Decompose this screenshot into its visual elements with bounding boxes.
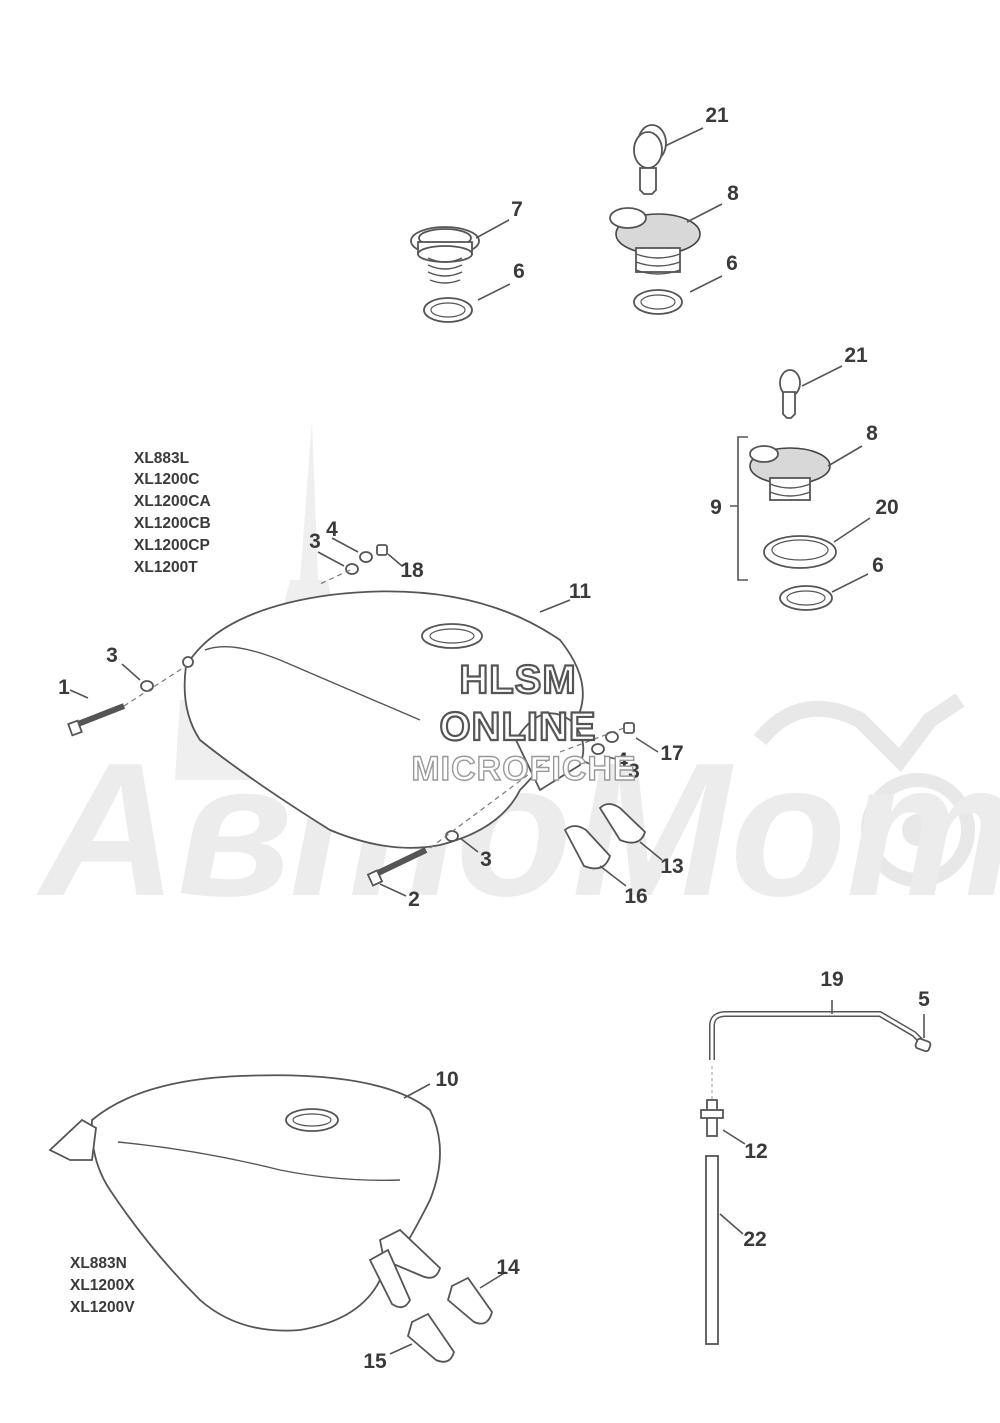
- callout-7: 7: [511, 198, 523, 221]
- fuel-tank-lower: [48, 1074, 442, 1332]
- callout-3-d: 3: [480, 848, 492, 871]
- callout-19: 19: [820, 968, 843, 991]
- callout-21-b: 21: [844, 344, 868, 367]
- kit-bracket: [730, 436, 748, 581]
- washer-icon-5: [605, 731, 619, 743]
- key-icon: [633, 124, 667, 195]
- watermark-line-3: MICROFICHE: [411, 750, 636, 788]
- locking-fuel-cap-2: [749, 445, 831, 501]
- washer-icon-3: [359, 551, 373, 563]
- model-list-lower: XL883N XL1200X XL1200V: [70, 1255, 135, 1316]
- nut-icon: [376, 544, 388, 556]
- watermark: HLSM ONLINE MICROFICHE: [411, 657, 637, 789]
- callout-4-b: 4: [616, 749, 628, 772]
- callout-3-c: 3: [628, 760, 640, 783]
- fuel-cap-vented: [410, 226, 480, 284]
- model-name: XL1200CP: [134, 537, 210, 554]
- model-name: XL1200T: [134, 559, 198, 576]
- watermark-line-2: ONLINE: [439, 705, 596, 749]
- model-name: XL883L: [134, 450, 189, 467]
- callout-6: 6: [513, 260, 525, 283]
- callout-18: 18: [400, 559, 424, 582]
- callout-3-b: 3: [106, 644, 118, 667]
- model-name: XL1200CB: [134, 515, 211, 532]
- fuel-line-assembly: [700, 1011, 932, 1345]
- washer-icon-4: [591, 743, 605, 755]
- callout-2: 2: [408, 888, 420, 911]
- key-icon-2: [779, 369, 801, 419]
- model-name: XL1200CA: [134, 493, 211, 510]
- mount-bracket-13-icon: [598, 803, 647, 844]
- assembly-lines: [123, 569, 625, 849]
- fuel-tank-upper: [182, 590, 585, 849]
- bolt-1-icon: [67, 703, 126, 737]
- callout-8-b: 8: [866, 422, 878, 445]
- callout-22: 22: [743, 1228, 766, 1251]
- callout-10: 10: [435, 1068, 458, 1091]
- mount-bracket-16-icon: [563, 825, 612, 870]
- bolt-2-icon: [366, 847, 428, 887]
- callout-12: 12: [744, 1140, 767, 1163]
- callout-numbers: 21 7 6 8 6 21 8 9 20 6 11 18 4 3 3 1 17 …: [58, 104, 930, 1373]
- callout-4: 4: [326, 518, 338, 541]
- callout-15: 15: [363, 1350, 387, 1373]
- callout-1: 1: [58, 676, 70, 699]
- callout-16: 16: [624, 885, 647, 908]
- washer-icon-6: [445, 830, 459, 842]
- callout-5: 5: [918, 988, 930, 1011]
- callout-6-c: 6: [872, 554, 884, 577]
- callout-9: 9: [710, 496, 722, 519]
- model-name: XL1200C: [134, 471, 199, 488]
- model-name: XL1200V: [70, 1299, 135, 1316]
- nut-icon-2: [623, 722, 635, 734]
- model-name: XL883N: [70, 1255, 127, 1272]
- motorcycle-silhouette: [753, 693, 975, 887]
- callout-11: 11: [569, 580, 592, 603]
- callout-8: 8: [727, 182, 739, 205]
- leader-lines: [69, 127, 925, 1355]
- callout-20: 20: [875, 496, 898, 519]
- callout-3: 3: [309, 530, 321, 553]
- locking-fuel-cap: [609, 207, 701, 275]
- callout-17: 17: [660, 742, 683, 765]
- callout-13: 13: [660, 855, 683, 878]
- mount-bracket-14-icon: [446, 1276, 493, 1325]
- callout-6-b: 6: [726, 252, 738, 275]
- model-name: XL1200X: [70, 1277, 135, 1294]
- watermark-line-1: HLSM: [459, 658, 576, 702]
- washer-icon-2: [345, 563, 359, 575]
- washer-icon: [140, 680, 154, 692]
- callout-21: 21: [705, 104, 729, 127]
- mount-bracket-15-icon: [406, 1312, 455, 1363]
- callout-14: 14: [496, 1256, 520, 1279]
- model-list-upper: XL883L XL1200C XL1200CA XL1200CB XL1200C…: [134, 450, 211, 576]
